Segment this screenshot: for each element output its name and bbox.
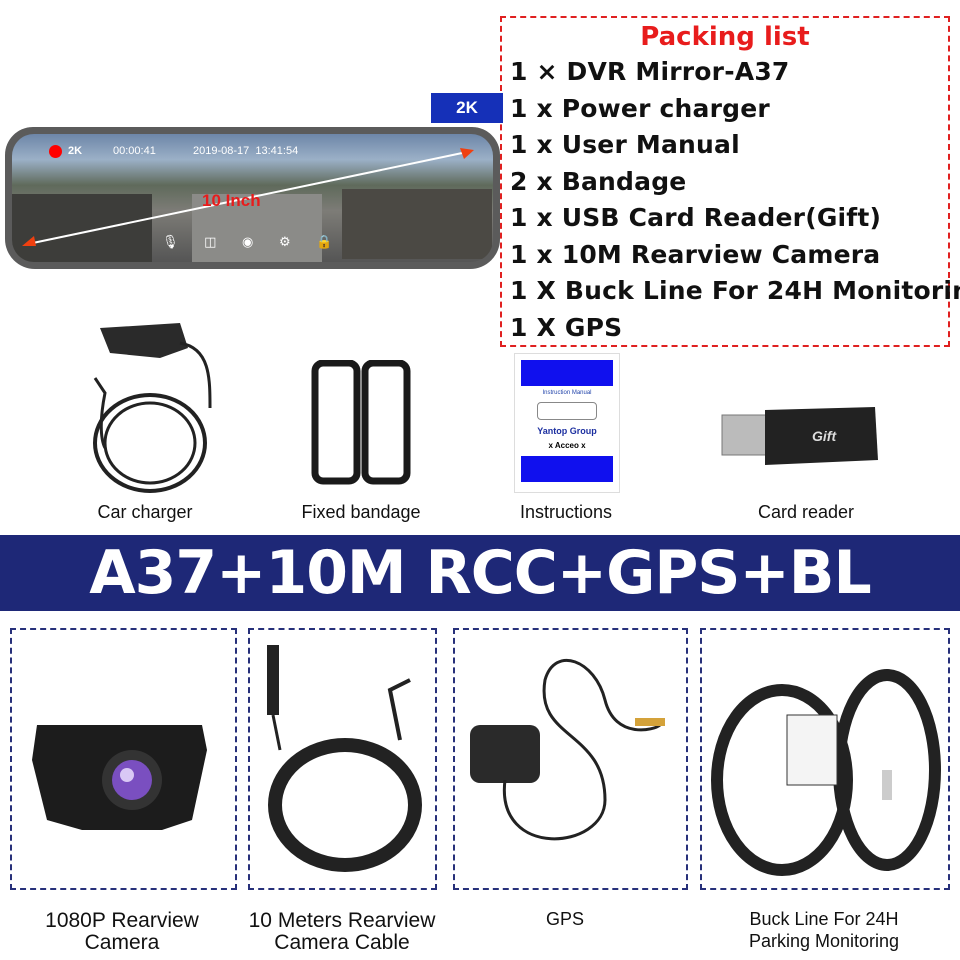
street-scene bbox=[342, 189, 492, 259]
accessory-label: Card reader bbox=[757, 502, 855, 522]
product-label-line: Buck Line For 24H bbox=[749, 909, 899, 929]
packing-item: 2 x Bandage bbox=[510, 166, 687, 196]
bandage-image bbox=[311, 360, 411, 485]
manual-brand: Yantop Group bbox=[537, 426, 597, 436]
packing-item: 1 X GPS bbox=[510, 312, 623, 342]
camera-cable-image bbox=[267, 645, 422, 872]
product-box-cable bbox=[248, 628, 437, 890]
instruction-manual-image: Instruction Manual Yantop Group x Acceo … bbox=[514, 353, 620, 493]
car-charger-image bbox=[93, 323, 212, 493]
product-box-camera bbox=[10, 628, 237, 890]
packing-item: 1 x Power charger bbox=[510, 93, 770, 123]
size-label: 10 Inch bbox=[202, 191, 261, 210]
osd-datetime: 2019-08-17 13:41:54 bbox=[193, 145, 299, 157]
diagonal-arrow-icon bbox=[22, 148, 474, 246]
buck-line-image bbox=[711, 669, 941, 876]
product-label: GPS bbox=[546, 908, 584, 930]
accessory-label: Instructions bbox=[519, 502, 613, 522]
bundle-banner: A37+10M RCC+GPS+BL bbox=[0, 535, 960, 611]
packing-item: 1 x USB Card Reader(Gift) bbox=[510, 203, 882, 232]
gps-antenna-image bbox=[470, 658, 665, 841]
product-box-gps bbox=[453, 628, 688, 890]
mirror-screen: 2K 00:00:41 2019-08-17 13:41:54 10 Inch … bbox=[12, 134, 493, 262]
accessory-label: Car charger bbox=[97, 502, 193, 522]
packing-item: 1 x User Manual bbox=[510, 130, 740, 159]
manual-partners: x Acceo x bbox=[548, 441, 586, 450]
gift-tag: Gift bbox=[812, 428, 837, 444]
manual-heading: Instruction Manual bbox=[542, 390, 592, 396]
product-label-line: 10 Meters Rearview bbox=[248, 909, 436, 932]
packing-item: 1 × DVR Mirror-A37 bbox=[510, 57, 790, 86]
product-box-buck-line bbox=[700, 628, 950, 890]
packing-item: 1 X Buck Line For 24H Monitoring bbox=[510, 276, 960, 305]
dvr-mirror: 2K 00:00:41 2019-08-17 13:41:54 10 Inch … bbox=[5, 127, 500, 269]
product-label-line: GPS bbox=[545, 909, 585, 929]
packing-list-title: Packing list bbox=[640, 22, 810, 52]
record-dot-icon bbox=[49, 145, 62, 158]
product-label-line: Parking Monitoring bbox=[748, 931, 900, 951]
product-label-line: 1080P Rearview bbox=[45, 909, 199, 932]
osd-quality: 2K bbox=[68, 145, 83, 157]
street-scene bbox=[12, 194, 152, 262]
product-label-line: Camera Cable bbox=[274, 931, 410, 954]
accessory-label: Fixed bandage bbox=[301, 502, 421, 522]
resolution-badge: 2K bbox=[431, 93, 503, 123]
packing-item: 1 x 10M Rearview Camera bbox=[510, 239, 881, 269]
packing-list: Packing list 1 × DVR Mirror-A37 1 x Powe… bbox=[500, 16, 960, 347]
osd-elapsed: 00:00:41 bbox=[113, 145, 156, 157]
control-icons[interactable]: 🎙 ◫ ◉ ⚙ 🔒 bbox=[162, 234, 333, 249]
rearview-camera-image bbox=[32, 725, 207, 830]
product-label-line: Camera bbox=[84, 931, 160, 954]
card-reader-image bbox=[721, 407, 878, 465]
